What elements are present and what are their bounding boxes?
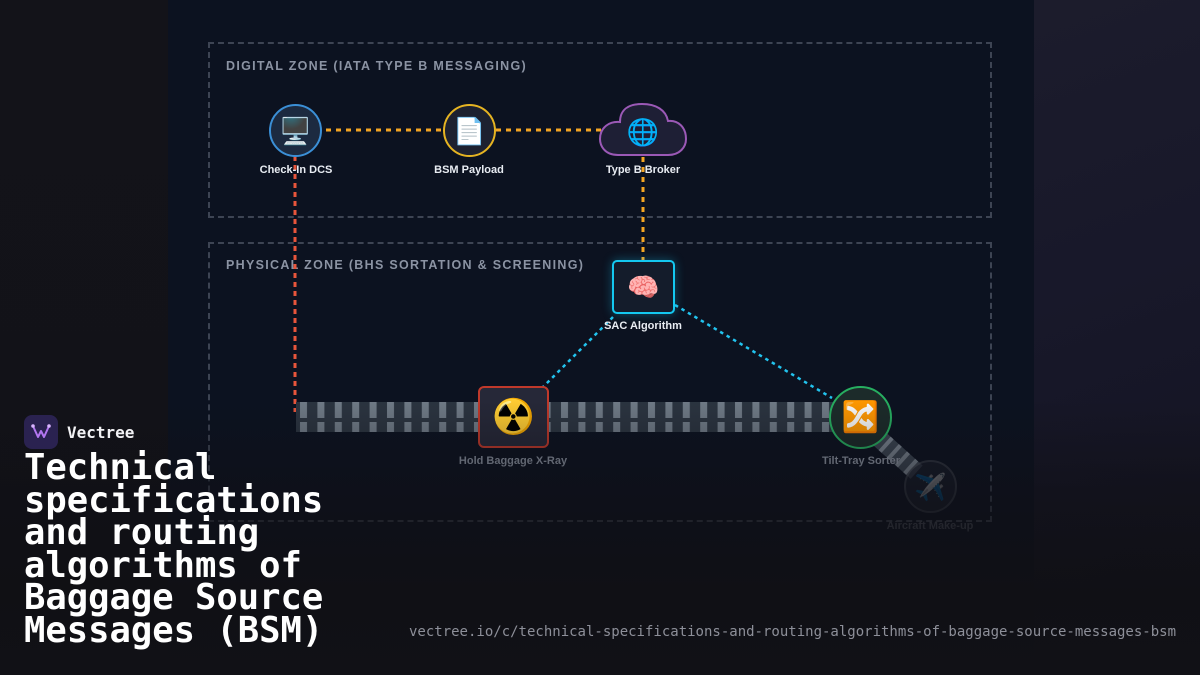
- globe-icon: 🌐: [626, 117, 660, 147]
- brand-name: Vectree: [67, 422, 135, 442]
- checkin-dcs-node[interactable]: 🖥️: [269, 104, 322, 157]
- sac-algorithm-label: SAC Algorithm: [604, 320, 682, 332]
- brand[interactable]: Vectree: [24, 415, 134, 449]
- tilt-tray-sorter-label: Tilt-Tray Sorter: [821, 455, 901, 467]
- physical-zone-label: PHYSICAL ZONE (BHS SORTATION & SCREENING…: [226, 258, 585, 272]
- hold-baggage-xray-node[interactable]: ☢️: [478, 386, 549, 448]
- hold-baggage-xray-label: Hold Baggage X-Ray: [458, 455, 568, 467]
- document-icon: 📄: [453, 115, 486, 146]
- link-sac-xray: [540, 316, 614, 390]
- conveyor-belt: [296, 402, 834, 432]
- aircraft-makeup-node[interactable]: ✈️: [904, 460, 957, 513]
- sac-algorithm-node[interactable]: 🧠: [612, 260, 675, 314]
- page-title: Technical specifications and routing alg…: [24, 447, 324, 651]
- bsm-payload-node[interactable]: 📄: [443, 104, 496, 157]
- bsm-payload-label: BSM Payload: [434, 164, 504, 176]
- link-sac-sorter: [674, 303, 833, 400]
- vectree-logo-icon: [24, 415, 58, 449]
- checkin-dcs-label: Check-In DCS: [259, 164, 333, 176]
- page-url[interactable]: vectree.io/c/technical-specifications-an…: [408, 624, 1176, 640]
- brain-icon: 🧠: [627, 272, 660, 302]
- shuffle-icon: 🔀: [841, 400, 880, 434]
- tilt-tray-sorter-node[interactable]: 🔀: [829, 386, 892, 449]
- type-b-broker-node[interactable]: [598, 101, 690, 161]
- digital-zone: [208, 42, 992, 218]
- type-b-broker-label: Type B Broker: [605, 164, 681, 176]
- airplane-icon: ✈️: [914, 471, 947, 502]
- aircraft-makeup-label: Aircraft Make-up: [886, 520, 974, 532]
- radioactive-icon: ☢️: [492, 398, 535, 436]
- desktop-computer-icon: 🖥️: [279, 115, 312, 146]
- digital-zone-label: DIGITAL ZONE (IATA TYPE B MESSAGING): [226, 59, 527, 73]
